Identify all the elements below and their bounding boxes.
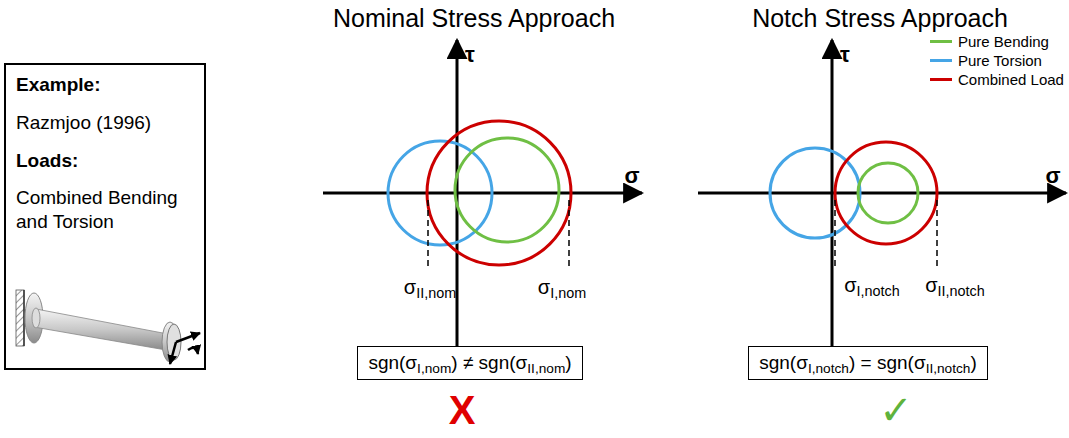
- nominal-mohr-circles: [388, 121, 571, 265]
- stress-label: σII,notch: [925, 275, 985, 295]
- field-text: Combined Bending and Torsion: [16, 186, 194, 234]
- field-text: sgn(σI,notch) = sgn(σII,notch): [759, 351, 977, 375]
- field-heading: Loads:: [16, 149, 194, 173]
- stress-label: σI,notch: [844, 275, 900, 295]
- panel-title: Notch Stress Approach: [752, 6, 1008, 31]
- notch-axes: [698, 40, 1066, 362]
- legend-swatch: [930, 59, 952, 62]
- legend-swatch: [930, 78, 952, 81]
- subscript: I,nom: [550, 285, 586, 301]
- legend-item: Pure Torsion: [930, 52, 1042, 69]
- notch-dashed-leaders: [835, 200, 937, 268]
- field-text: Razmjoo (1996): [16, 111, 194, 135]
- field-text: sgn(σI,nom) ≠ sgn(σII,nom): [368, 351, 571, 375]
- subscript: II,nom: [416, 285, 456, 301]
- legend-text: Combined Load: [958, 71, 1064, 88]
- legend-item: Pure Bending: [930, 33, 1049, 50]
- example-box: Example: Razmjoo (1996) Loads: Combined Ben…: [4, 63, 206, 370]
- legend-text: Pure Bending: [958, 33, 1049, 50]
- axis-label: σ: [624, 165, 639, 187]
- subscript: II,notch: [926, 361, 971, 376]
- legend-swatch: [930, 40, 952, 43]
- subscript: II,nom: [527, 361, 565, 376]
- nominal-dashed-leaders: [428, 200, 569, 270]
- notch-mohr-circles: [770, 142, 937, 244]
- subscript: I,notch: [808, 361, 849, 376]
- field-heading: Example:: [16, 73, 194, 97]
- subscript: I,nom: [417, 361, 451, 376]
- subscript: II,notch: [938, 283, 985, 299]
- cross-mark: X: [449, 390, 476, 430]
- shaft-illustration: [16, 290, 200, 364]
- subscript: I,notch: [857, 283, 900, 299]
- check-mark: ✓: [879, 390, 913, 430]
- legend-text: Pure Torsion: [958, 52, 1042, 69]
- formula-box: sgn(σI,notch) = sgn(σII,notch): [748, 346, 988, 380]
- axis-label: τ: [465, 44, 475, 66]
- stress-label: σII,nom: [404, 277, 456, 297]
- legend-item: Combined Load: [930, 71, 1064, 88]
- panel-title: Nominal Stress Approach: [333, 6, 615, 31]
- axis-label: σ: [1045, 165, 1060, 187]
- nominal-axes: [323, 40, 642, 362]
- stress-label: σI,nom: [538, 277, 586, 297]
- formula-box: sgn(σI,nom) ≠ sgn(σII,nom): [357, 346, 582, 380]
- axis-label: τ: [840, 44, 850, 66]
